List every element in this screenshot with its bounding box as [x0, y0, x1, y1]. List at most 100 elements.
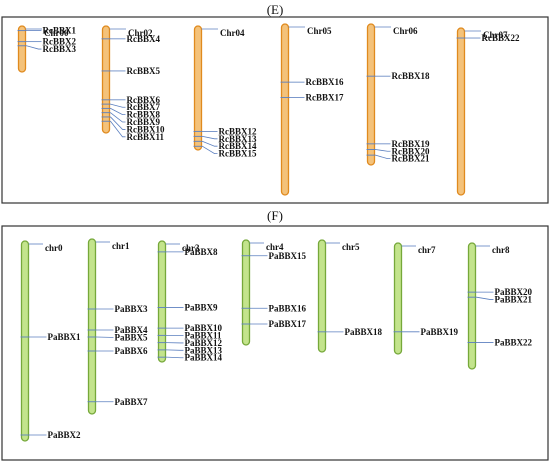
- gene-label: RcBBX10: [127, 124, 165, 134]
- chromosome-label: chr1: [112, 241, 130, 251]
- chromosome-bar: [317, 239, 327, 353]
- gene-label: RcBBX13: [219, 134, 257, 144]
- chromosome-bar: [366, 23, 376, 166]
- gene-leader-line: [110, 120, 126, 138]
- panel-e: (E) Chr00RcBBX1RcBBX2RcBBX3Chr02RcBBX4Rc…: [1, 2, 549, 204]
- gene-label: RcBBX21: [392, 154, 430, 164]
- chromosome-bar: [393, 242, 403, 355]
- gene-label: PaBBX6: [115, 346, 149, 356]
- gene-label: PaBBX2: [48, 430, 82, 440]
- gene-label: PaBBX10: [185, 323, 223, 333]
- chromosome-label: chr3: [182, 243, 200, 253]
- gene-leader-line: [375, 149, 391, 152]
- gene-label: PaBBX14: [185, 353, 223, 363]
- panel-f-frame: [1, 225, 549, 461]
- panel-e-title: (E): [267, 2, 284, 17]
- gene-label: RcBBX8: [127, 110, 161, 120]
- gene-label: RcBBX14: [219, 141, 257, 151]
- gene-label: PaBBX3: [115, 304, 149, 314]
- gene-label: RcBBX12: [219, 126, 257, 136]
- gene-leader-line: [110, 116, 126, 130]
- chromosome-label: chr8: [492, 245, 510, 255]
- chromosome-label: Chr05: [307, 26, 332, 36]
- chromosome-bar: [280, 23, 290, 196]
- chromosome-label: chr5: [342, 242, 360, 252]
- gene-label: RcBBX17: [306, 93, 344, 103]
- gene-label: RcBBX1: [43, 26, 77, 36]
- gene-leader-line: [476, 296, 494, 300]
- chromosome-label: Chr00: [44, 28, 69, 38]
- chromosome-bar: [456, 27, 466, 196]
- gene-label: RcBBX20: [392, 146, 430, 156]
- chromosome-label: Chr07: [483, 30, 508, 40]
- gene-leader-line: [202, 140, 218, 147]
- chromosome-label: Chr02: [128, 28, 153, 38]
- gene-label: RcBBX3: [43, 44, 77, 54]
- gene-label: PaBBX4: [115, 325, 149, 335]
- gene-label: RcBBX7: [127, 102, 161, 112]
- chromosome-bar: [17, 25, 27, 73]
- gene-leader-line: [166, 356, 184, 359]
- gene-label: PaBBX11: [185, 331, 223, 341]
- panel-f-title: (F): [267, 208, 283, 223]
- chromosome-label: chr0: [45, 243, 63, 253]
- gene-label: PaBBX17: [269, 319, 307, 329]
- gene-label: RcBBX5: [127, 66, 161, 76]
- chromosome-bar: [467, 242, 477, 370]
- gene-label: RcBBX19: [392, 139, 430, 149]
- chromosome-chr3: chr3PaBBX8PaBBX9PaBBX10PaBBX11PaBBX12PaB…: [157, 240, 223, 363]
- chromosome-bar: [157, 240, 167, 363]
- gene-label: PaBBX18: [345, 327, 383, 337]
- chromosome-label: chr7: [418, 245, 436, 255]
- gene-leader-line: [110, 112, 126, 123]
- gene-label: PaBBX7: [115, 397, 149, 407]
- chromosome-label: chr4: [266, 242, 284, 252]
- gene-label: PaBBX19: [421, 327, 459, 337]
- panel-f: (F) chr0PaBBX1PaBBX2chr1PaBBX3PaBBX4PaBB…: [1, 208, 549, 461]
- gene-label: PaBBX20: [495, 287, 533, 297]
- chromosome-label: Chr04: [220, 28, 245, 38]
- gene-label: RcBBX4: [127, 34, 161, 44]
- gene-label: RcBBX11: [127, 132, 165, 142]
- gene-label: RcBBX16: [306, 77, 344, 87]
- gene-label: PaBBX15: [269, 251, 307, 261]
- chromosome-bar: [241, 239, 251, 346]
- gene-leader-line: [26, 45, 42, 50]
- gene-leader-line: [202, 135, 218, 140]
- gene-label: PaBBX16: [269, 303, 307, 313]
- gene-label: PaBBX21: [495, 295, 533, 305]
- gene-leader-line: [110, 108, 126, 116]
- gene-label: RcBBX22: [482, 33, 520, 43]
- gene-label: PaBBX12: [185, 338, 223, 348]
- gene-label: PaBBX9: [185, 303, 219, 313]
- gene-label: RcBBX6: [127, 95, 161, 105]
- gene-label: PaBBX22: [495, 338, 533, 348]
- gene-label: RcBBX15: [219, 149, 257, 159]
- chromosome-bar: [20, 240, 30, 442]
- panel-f-chromosomes: chr0PaBBX1PaBBX2chr1PaBBX3PaBBX4PaBBX5Pa…: [20, 238, 533, 442]
- gene-label: PaBBX13: [185, 345, 223, 355]
- gene-label: PaBBX1: [48, 332, 82, 342]
- gene-leader-line: [110, 103, 126, 108]
- gene-label: RcBBX9: [127, 117, 161, 127]
- chromosome-bar: [101, 25, 111, 134]
- chromosome-chr02: Chr02RcBBX4RcBBX5RcBBX6RcBBX7RcBBX8RcBBX…: [101, 25, 165, 142]
- gene-label: RcBBX18: [392, 71, 430, 81]
- gene-leader-line: [375, 154, 391, 160]
- chromosome-bar: [193, 25, 203, 151]
- gene-label: PaBBX5: [115, 332, 149, 342]
- gene-label: PaBBX8: [185, 247, 219, 257]
- panel-e-frame: [1, 16, 549, 204]
